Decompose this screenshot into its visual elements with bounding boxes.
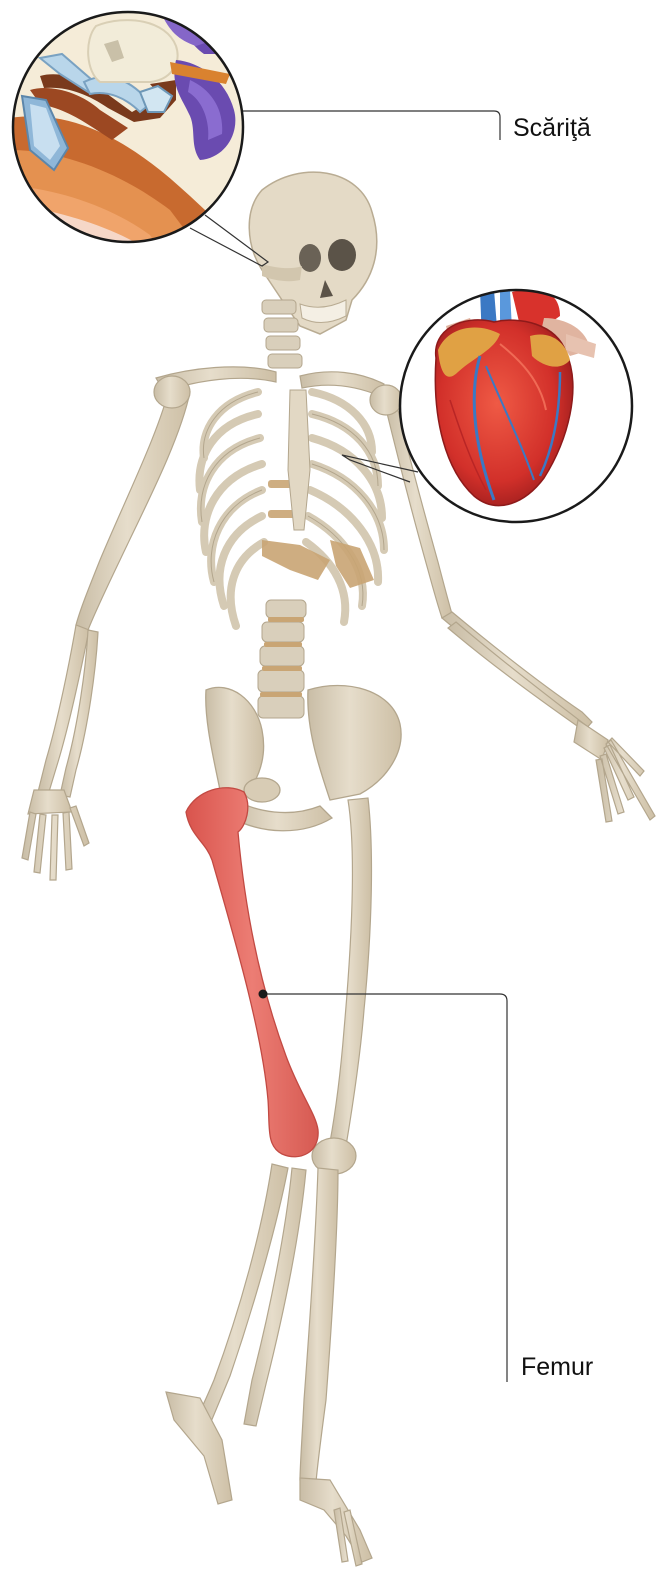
shoulder-girdle — [154, 367, 402, 415]
sternum — [288, 390, 310, 530]
right-leg — [166, 1164, 306, 1504]
left-leg — [300, 798, 372, 1566]
femur-label: Femur — [521, 1355, 593, 1380]
right-arm — [22, 385, 190, 880]
middle-ear-inset — [10, 10, 250, 252]
femur-marker — [259, 990, 268, 999]
stirrup-label: Scăriţă — [513, 116, 591, 141]
stirrup-leader-line — [241, 111, 500, 140]
heart-inset — [400, 289, 632, 522]
femur-bone — [186, 788, 318, 1157]
